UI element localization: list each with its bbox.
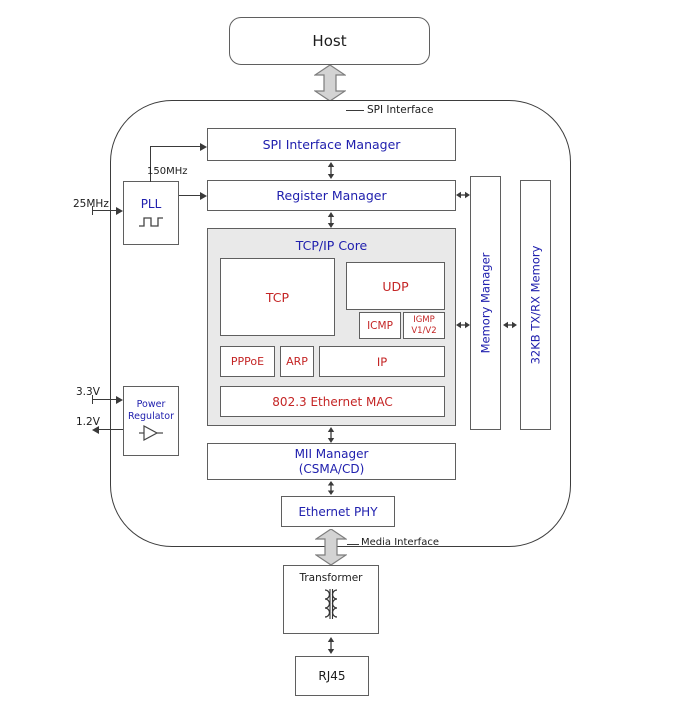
- transformer-coil-icon: [324, 589, 338, 619]
- clk-25mhz-label: 25MHz: [73, 198, 109, 210]
- connector-line: [347, 544, 359, 545]
- connector-line: [150, 146, 201, 148]
- ethernet-phy-label: Ethernet PHY: [298, 504, 378, 519]
- memory-manager-box: Memory Manager: [470, 176, 501, 430]
- connector-line: [93, 399, 117, 401]
- mii-to-phy-arrow-icon: [327, 481, 335, 495]
- txrx-memory-label: 32KB TX/RX Memory: [528, 245, 543, 365]
- spi-bus-arrow-icon: [314, 65, 346, 101]
- clock-waveform-icon: [139, 216, 163, 227]
- opamp-icon: [139, 424, 163, 442]
- connector-line: [92, 395, 94, 404]
- igmp-version-label: V1/V2: [411, 325, 437, 336]
- udp-label: UDP: [382, 278, 409, 294]
- arp-label: ARP: [286, 355, 308, 368]
- icmp-box: ICMP: [359, 312, 401, 339]
- transformer-label: Transformer: [299, 572, 363, 584]
- power-regulator-box: Power Regulator: [123, 386, 179, 456]
- media-bus-arrow-icon: [315, 529, 347, 565]
- icmp-label: ICMP: [367, 319, 393, 332]
- arrowhead-icon: [92, 426, 99, 434]
- transformer-to-rj45-arrow-icon: [327, 637, 335, 654]
- chip-outline: [110, 100, 571, 547]
- connector-line: [179, 195, 201, 197]
- memmanager-to-memory-arrow-icon: [503, 321, 517, 329]
- connector-line: [92, 206, 94, 215]
- register-manager-box: Register Manager: [207, 180, 456, 211]
- mii-manager-box: MII Manager (CSMA/CD): [207, 443, 456, 480]
- spi-interface-label: SPI Interface: [367, 104, 434, 116]
- tcpip-core-title: TCP/IP Core: [295, 238, 368, 253]
- host-box: Host: [229, 17, 430, 65]
- connector-line: [346, 110, 364, 111]
- mac-to-mii-arrow-icon: [327, 427, 335, 443]
- register-to-core-arrow-icon: [327, 212, 335, 228]
- power-regulator-label-line2: Regulator: [128, 411, 174, 422]
- arrowhead-icon: [116, 207, 123, 215]
- tcp-label: TCP: [265, 289, 290, 305]
- host-label: Host: [312, 32, 347, 50]
- core-to-memmanager-arrow-icon: [456, 321, 470, 329]
- connector-line: [150, 146, 152, 182]
- connector-line: [93, 210, 117, 212]
- spi-interface-manager-box: SPI Interface Manager: [207, 128, 456, 161]
- ip-label: IP: [376, 354, 388, 369]
- ip-box: IP: [319, 346, 445, 377]
- media-interface-label: Media Interface: [361, 537, 439, 548]
- arp-box: ARP: [280, 346, 314, 377]
- arrowhead-icon: [200, 192, 207, 200]
- pppoe-label: PPPoE: [230, 355, 265, 368]
- clk-150mhz-label: 150MHz: [147, 166, 188, 177]
- pll-label: PLL: [140, 196, 162, 211]
- igmp-box: IGMP V1/V2: [403, 312, 445, 339]
- connector-line: [99, 429, 123, 431]
- rj45-label: RJ45: [318, 669, 346, 683]
- transformer-box: Transformer: [283, 565, 379, 634]
- register-to-memmanager-arrow-icon: [456, 191, 470, 199]
- pppoe-box: PPPoE: [220, 346, 275, 377]
- power-regulator-label-line1: Power: [136, 399, 166, 410]
- arrowhead-icon: [200, 143, 207, 151]
- pll-box: PLL: [123, 181, 179, 245]
- mii-manager-label: MII Manager: [294, 446, 369, 461]
- arrowhead-icon: [116, 396, 123, 404]
- memory-manager-label: Memory Manager: [478, 252, 493, 354]
- txrx-memory-box: 32KB TX/RX Memory: [520, 180, 551, 430]
- spi-to-register-arrow-icon: [327, 162, 335, 179]
- mii-csma-label: (CSMA/CD): [298, 461, 365, 476]
- v12-label: 1.2V: [76, 416, 100, 428]
- ethernet-mac-label: 802.3 Ethernet MAC: [272, 394, 393, 409]
- udp-box: UDP: [346, 262, 445, 310]
- igmp-label: IGMP: [413, 314, 435, 325]
- ethernet-phy-box: Ethernet PHY: [281, 496, 395, 527]
- v33-label: 3.3V: [76, 386, 100, 398]
- register-manager-label: Register Manager: [276, 188, 387, 203]
- ethernet-mac-box: 802.3 Ethernet MAC: [220, 386, 445, 417]
- rj45-box: RJ45: [295, 656, 369, 696]
- spi-interface-manager-label: SPI Interface Manager: [262, 137, 401, 152]
- tcp-box: TCP: [220, 258, 335, 336]
